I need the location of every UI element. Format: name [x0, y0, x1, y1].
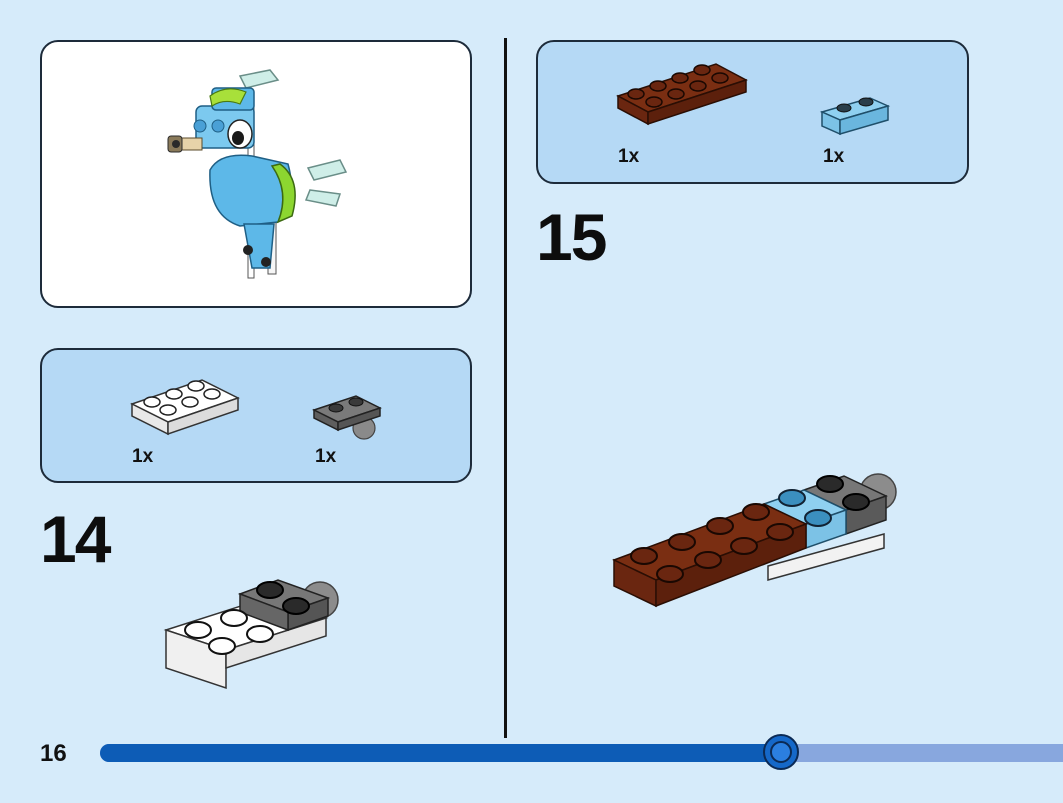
step-14-parts-panel: 1x 1x [40, 348, 472, 483]
light-blue-1x2-plate-image [819, 97, 891, 136]
white-2x3-plate-image [130, 379, 240, 436]
step-number: 14 [40, 502, 111, 576]
part-quantity: 1x [132, 446, 154, 467]
page-number: 16 [40, 740, 67, 767]
column-divider [504, 38, 507, 738]
step-number: 15 [536, 200, 607, 274]
part-quantity: 1x [823, 146, 845, 167]
step-14-build-image [163, 579, 339, 690]
step-15-build-image [612, 473, 897, 608]
model-preview-panel [40, 40, 472, 308]
part-quantity: 1x [315, 446, 337, 467]
grey-ball-joint-plate-image [312, 395, 382, 440]
progress-fill [100, 744, 781, 762]
part-quantity: 1x [618, 146, 640, 167]
progress-bar [100, 734, 1063, 770]
reddish-brown-2x4-plate-image [616, 63, 748, 126]
step-15-parts-panel: 1x 1x [536, 40, 969, 184]
parrot-model-image [167, 69, 348, 279]
progress-knob [762, 734, 799, 770]
